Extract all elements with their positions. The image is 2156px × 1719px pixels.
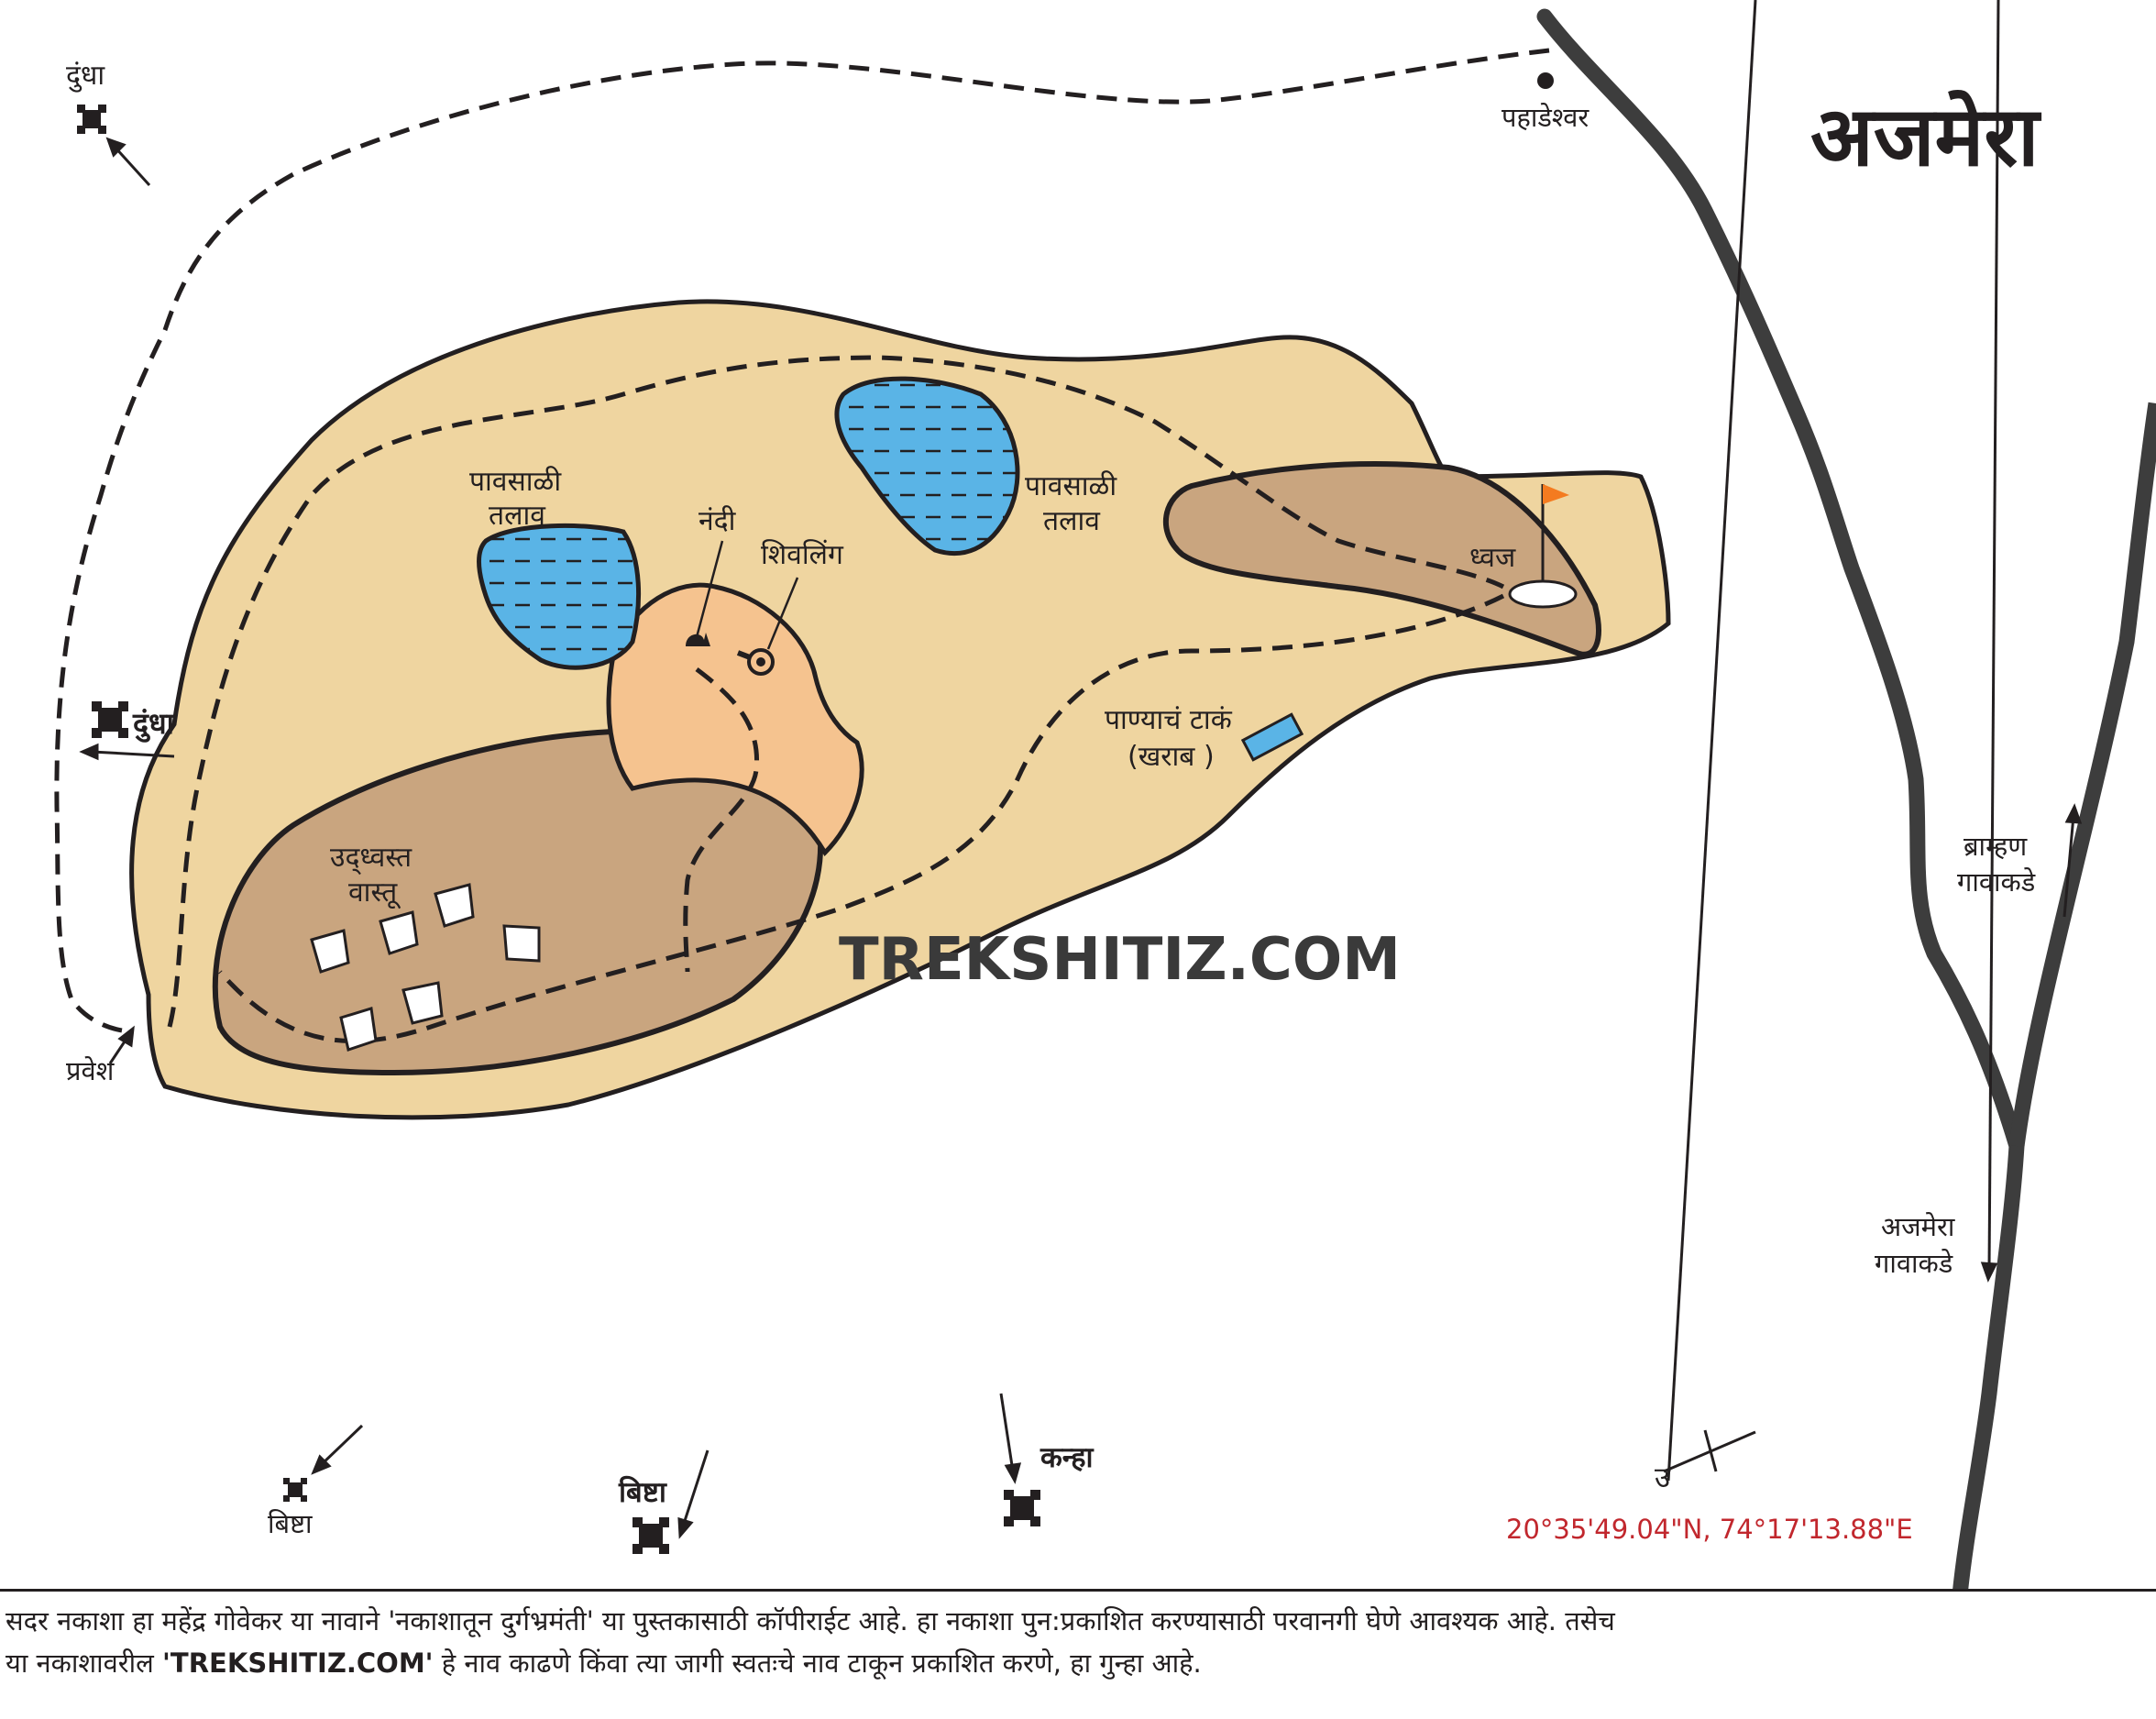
arrow-dundha-top: [105, 137, 151, 187]
north-arrow: [1663, 0, 1757, 1482]
label-north: उ: [1655, 1461, 1671, 1494]
label-lake-left-2: तलाव: [489, 500, 546, 532]
ruin-3: [434, 883, 475, 928]
arrow-entrance: [108, 1025, 135, 1064]
label-tank-1: पाण्याचं टाकं: [1105, 704, 1233, 736]
flag-ridge: [1163, 461, 1601, 657]
footer-line-1: सदर नकाशा हा महेंद्र गोवेकर या नावाने 'न…: [6, 1605, 1615, 1636]
ruin-1: [310, 929, 350, 974]
label-dundha-left: दुंधा: [132, 706, 176, 743]
arrow-kanhra: [999, 1393, 1022, 1484]
label-tank-2: (खराब ): [1128, 741, 1215, 773]
road-branch: [2008, 402, 2156, 1148]
arrow-brahman: [2062, 803, 2083, 918]
ruin-5: [339, 1007, 378, 1052]
ruined-structures: [310, 883, 541, 1052]
shivling-icon: [736, 648, 775, 676]
water-tank: [1240, 712, 1304, 762]
arrow-dundha-left: [79, 743, 175, 761]
label-dundha-top: दुंधा: [66, 60, 105, 93]
fort-icon-bishta-small: [283, 1478, 307, 1502]
label-bishta-bold: बिष्टा: [618, 1475, 667, 1509]
trail-dashed: [54, 48, 1550, 1043]
label-lake-right-1: पावसाळी: [1025, 470, 1117, 502]
footer-line-2-post: हे नाव काढणे किंवा त्या जागी स्वतःचे नाव…: [433, 1647, 1202, 1679]
label-ajmera-1: अजमेरा: [1881, 1211, 1955, 1242]
label-lake-right-2: तलाव: [1043, 505, 1101, 537]
label-ajmera-2: गावाकडे: [1875, 1248, 1953, 1279]
footer-line-2-pre: या नकाशावरील: [6, 1647, 163, 1679]
arrow-ajmera: [1980, 0, 2000, 1283]
footer-brand: 'TREKSHITIZ.COM': [162, 1647, 434, 1679]
shivling-pointer: [766, 577, 799, 650]
label-nandi: नंदी: [698, 505, 737, 537]
lake-right: [834, 376, 1020, 556]
arrow-bishta-small: [311, 1424, 364, 1475]
lake-left: [477, 523, 642, 670]
coordinates: 20°35'49.04"N, 74°17'13.88"E: [1506, 1514, 1913, 1545]
flag-icon: [1508, 484, 1578, 609]
map-title: अजमेरा: [1810, 89, 2041, 185]
fort-icon-bishta-bold: [632, 1517, 669, 1554]
watermark: TREKSHITIZ.COM: [839, 926, 1401, 994]
fort-icon-dundha-left: [92, 701, 128, 738]
fort-icon-kanhra: [1004, 1490, 1040, 1526]
fort-icon-dundha-top: [77, 105, 106, 134]
label-brahman-2: गावाकडे: [1957, 866, 2036, 898]
label-brahman-1: ब्राम्हण: [1964, 831, 2028, 862]
ruin-2: [379, 910, 419, 955]
copyright-footer: सदर नकाशा हा महेंद्र गोवेकर या नावाने 'न…: [0, 1589, 2156, 1719]
pahadeshwar-marker: [1537, 72, 1554, 89]
label-ruins-2: वास्तू: [348, 876, 401, 909]
road-main: [1536, 8, 2025, 1603]
label-dhwaj: ध्वज: [1469, 542, 1516, 574]
label-ruins-1: उद्ध्वस्त: [330, 842, 412, 875]
label-pahadeshwar: पहाडेश्वर: [1502, 102, 1590, 133]
label-shivling: शिवलिंग: [761, 539, 844, 571]
label-kanhra: कन्हा: [1040, 1441, 1094, 1474]
nandi-icon: [686, 633, 710, 646]
label-lake-left-1: पावसाळी: [469, 466, 562, 498]
ruin-4: [502, 924, 541, 963]
footer-line-2: या नकाशावरील 'TREKSHITIZ.COM' हे नाव काढ…: [6, 1645, 1202, 1680]
nandi-pointer: [695, 540, 724, 638]
label-bishta-small: बिष्टा: [268, 1508, 313, 1539]
arrow-bishta-bold: [677, 1449, 710, 1539]
ruin-6: [402, 981, 444, 1025]
label-entrance: प्रवेश: [66, 1055, 116, 1086]
